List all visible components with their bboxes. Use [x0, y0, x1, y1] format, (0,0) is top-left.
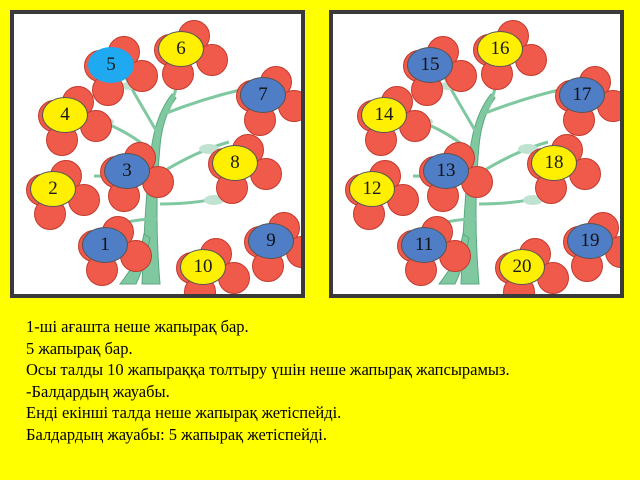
flower-petal	[399, 110, 431, 142]
flower-number-badge: 14	[361, 97, 407, 133]
text-line-2: 5 жапырақ бар.	[26, 338, 133, 358]
flower-number-badge: 2	[30, 171, 76, 207]
flower: 10	[176, 238, 250, 294]
flower: 19	[563, 212, 620, 282]
flower-number-badge: 9	[248, 223, 294, 259]
flower: 17	[555, 66, 620, 136]
flower-number-badge: 20	[499, 249, 545, 285]
flower: 2	[26, 160, 100, 230]
flower: 3	[100, 142, 174, 212]
flower-number-badge: 18	[531, 145, 577, 181]
flower-number-badge: 5	[88, 47, 134, 83]
text-line-4: -Балдардың жауабы.	[26, 381, 170, 401]
flower: 8	[208, 134, 282, 204]
flower: 6	[154, 20, 228, 90]
flower-number-badge: 7	[240, 77, 286, 113]
text-line-3: Осы талды 10 жапыраққа толтыру үшін неше…	[26, 360, 510, 380]
flower-number-badge: 12	[349, 171, 395, 207]
flower-number-badge: 11	[401, 227, 447, 263]
flower-petal	[427, 180, 459, 212]
flower-number-badge: 1	[82, 227, 128, 263]
flower: 15	[403, 36, 477, 106]
flower: 13	[419, 142, 493, 212]
flower: 9	[244, 212, 301, 282]
flower: 12	[345, 160, 419, 230]
flower-number-badge: 19	[567, 223, 613, 259]
flower-number-badge: 10	[180, 249, 226, 285]
flower: 4	[38, 86, 112, 156]
flower-number-badge: 3	[104, 153, 150, 189]
flower-number-badge: 17	[559, 77, 605, 113]
flower: 5	[84, 36, 158, 106]
flower-number-badge: 15	[407, 47, 453, 83]
flower: 7	[236, 66, 301, 136]
flower: 11	[397, 216, 471, 286]
flower: 1	[78, 216, 152, 286]
text-line-6: Балдардың жауабы: 5 жапырақ жетіспейді.	[26, 424, 328, 444]
text-line-1: 1-ші ағашта неше жапырақ бар.	[26, 317, 249, 336]
flower-number-badge: 13	[423, 153, 469, 189]
flower-number-badge: 16	[477, 31, 523, 67]
flower-number-badge: 4	[42, 97, 88, 133]
flower-number-badge: 8	[212, 145, 258, 181]
flower: 20	[495, 238, 569, 294]
flower: 18	[527, 134, 601, 204]
exercise-text: 1-ші ағашта неше жапырақ бар. 5 жапырақ …	[26, 316, 640, 446]
flower: 16	[473, 20, 547, 90]
flower-number-badge: 6	[158, 31, 204, 67]
text-line-5: Енді екінші талда неше жапырақ жетіспейд…	[26, 403, 342, 423]
flower: 14	[357, 86, 431, 156]
